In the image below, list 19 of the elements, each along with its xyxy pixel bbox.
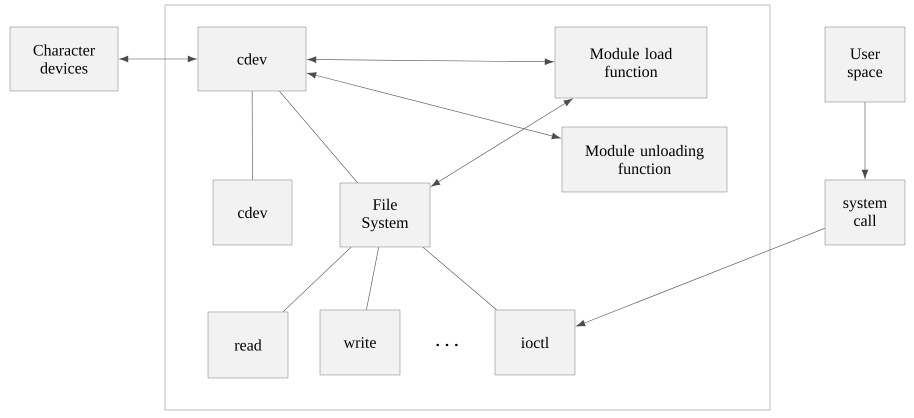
process-box: cdev — [212, 180, 292, 246]
process-box: Character devices — [10, 26, 118, 92]
process-box: system call — [824, 180, 906, 246]
process-box: User space — [824, 26, 906, 102]
process-box: Module load function — [554, 26, 708, 98]
arrow — [431, 98, 573, 187]
arrow — [862, 102, 868, 179]
process-box: read — [208, 312, 288, 378]
arrow — [576, 228, 826, 327]
arrow — [307, 56, 554, 65]
process-box: File System — [340, 182, 430, 248]
process-box: ioctl — [494, 310, 576, 376]
arrow — [307, 72, 561, 140]
process-box: write — [320, 310, 400, 376]
ellipsis-label: . . . — [436, 344, 458, 346]
arrow — [119, 56, 197, 62]
process-box: cdev — [198, 26, 306, 92]
container-box — [164, 4, 770, 410]
process-box: Module unloading function — [562, 126, 728, 192]
